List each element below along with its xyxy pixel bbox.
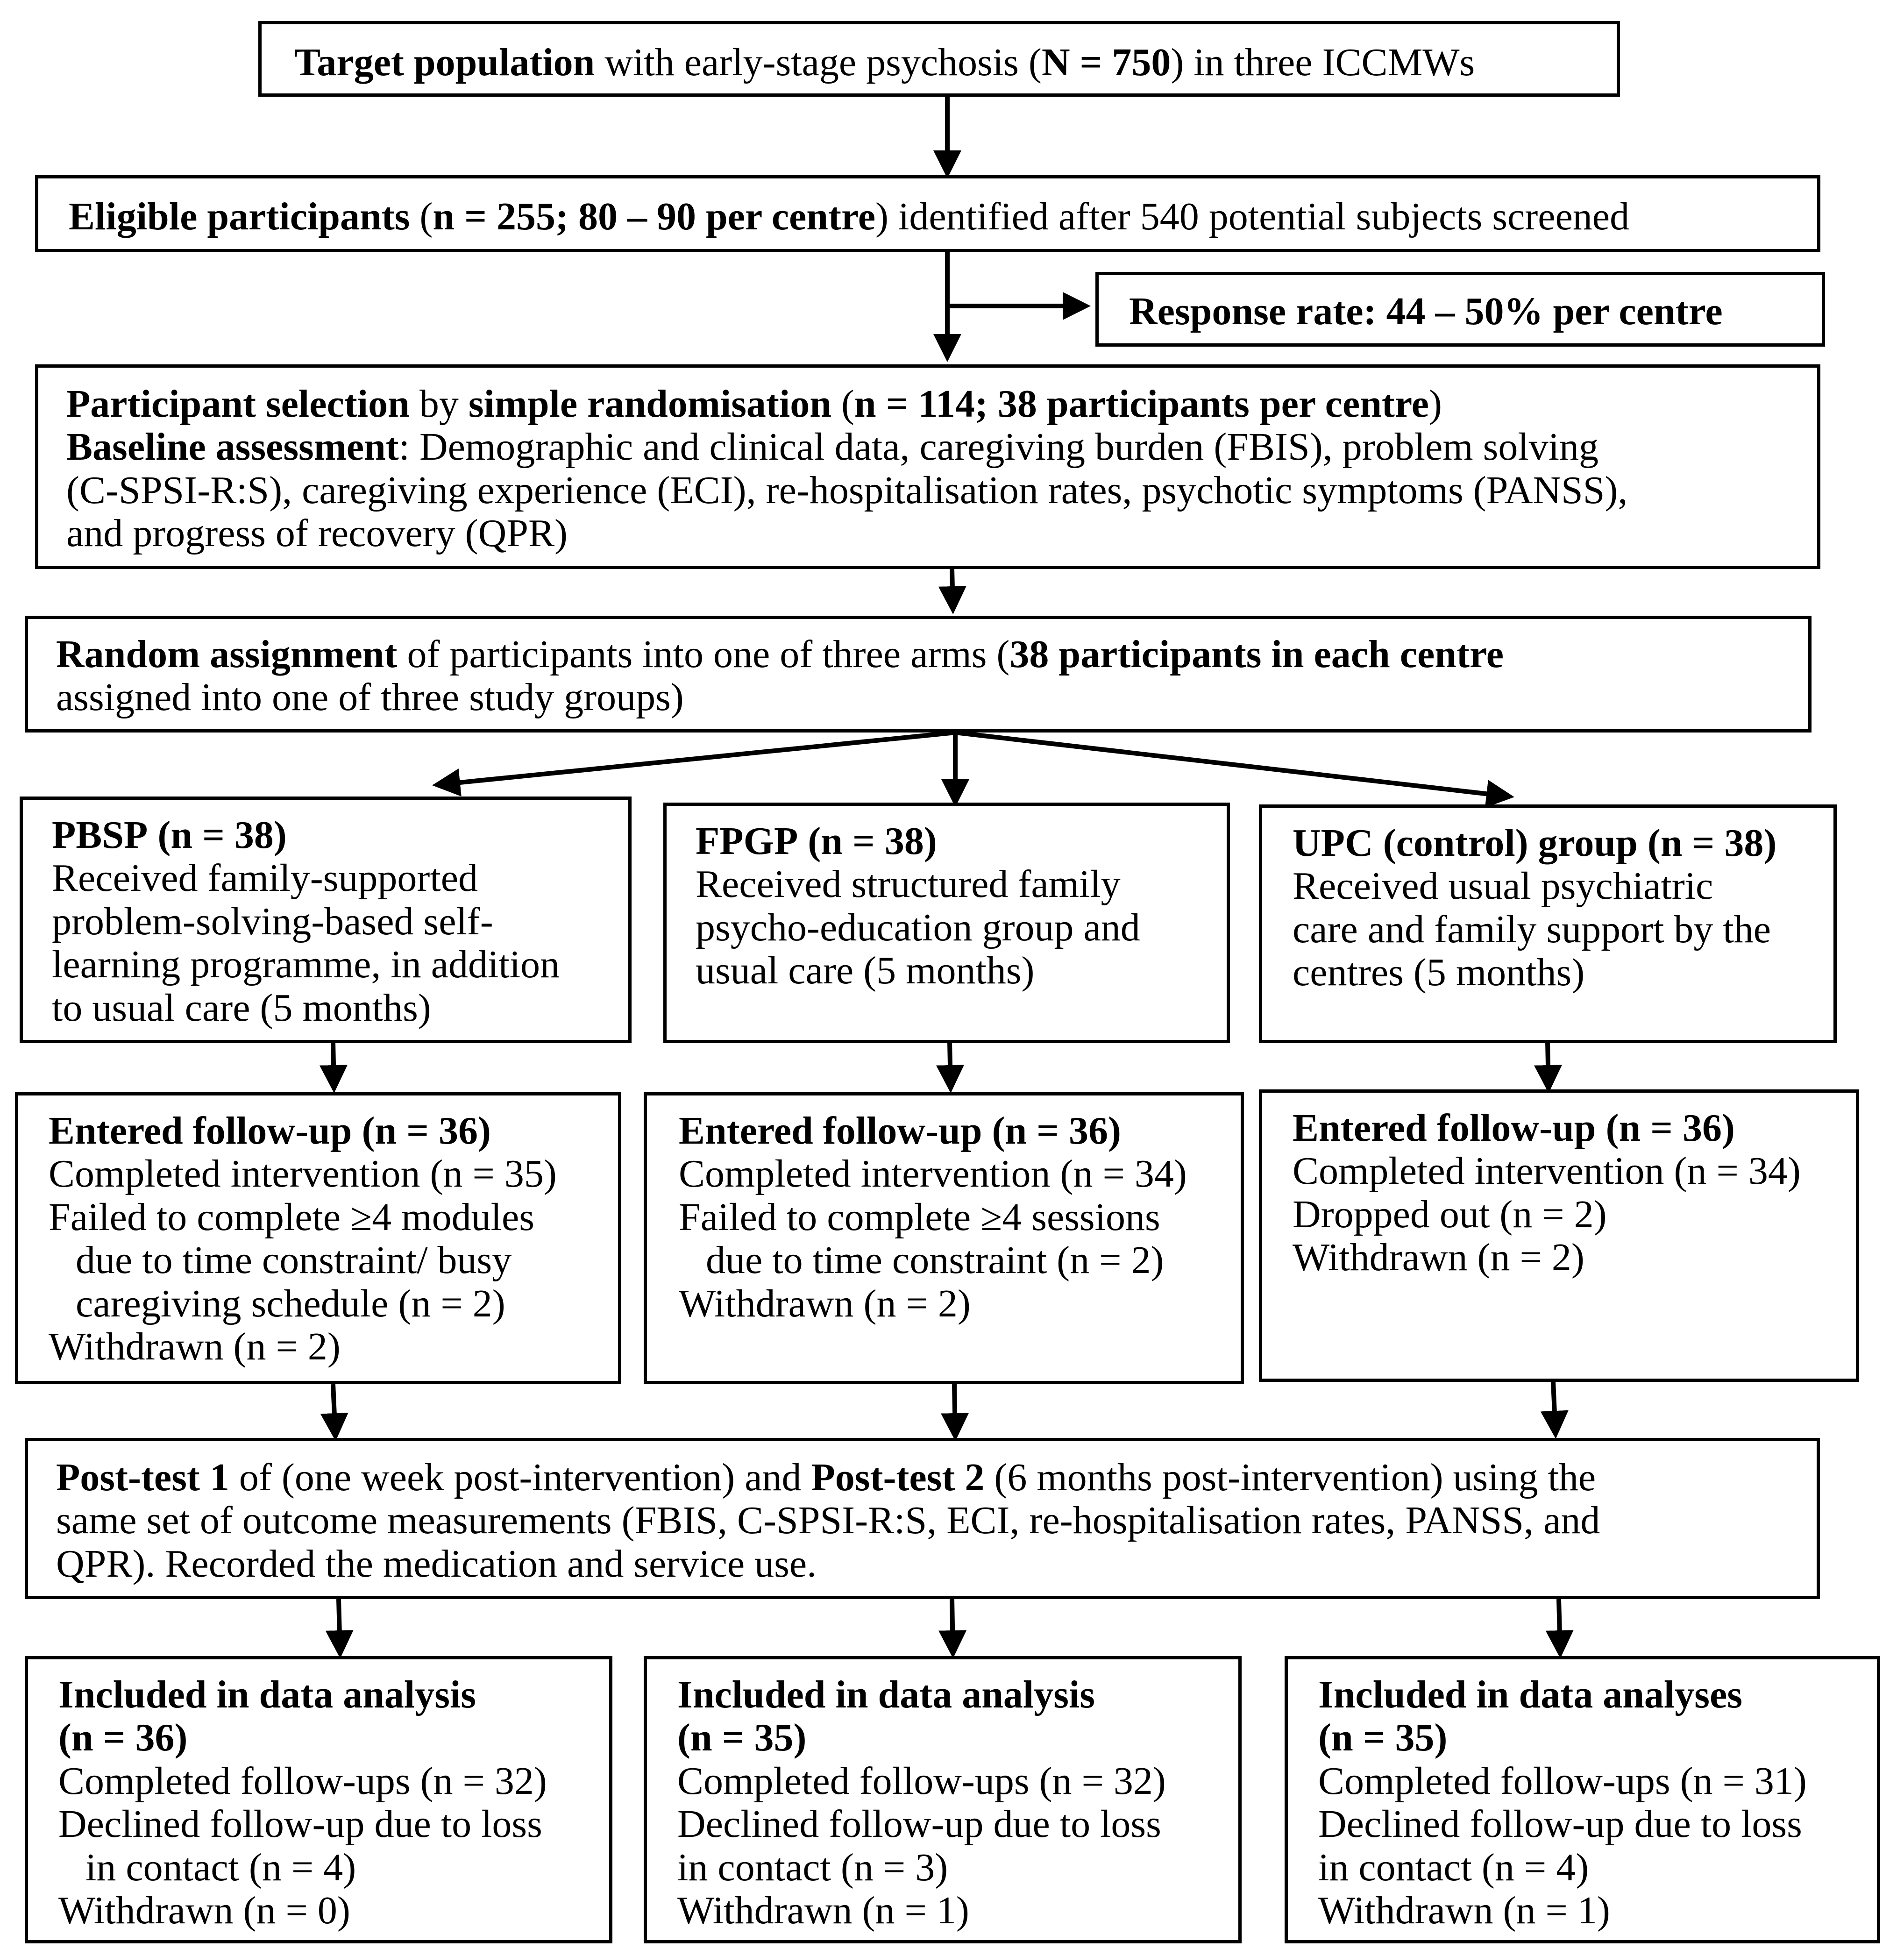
followup-fpgp-title: Entered follow-up (n = 36) (679, 1109, 1122, 1152)
arrow-posttest-to-analysis3 (1545, 1599, 1574, 1658)
analysis-pbsp-title-2: (n = 36) (58, 1716, 188, 1760)
followup-upc-line-2: Dropped out (n = 2) (1293, 1192, 1607, 1236)
analysis-upc-line-3: in contact (n = 4) (1318, 1845, 1589, 1889)
response-rate-box: Response rate: 44 – 50% per centre (1095, 272, 1825, 347)
fpgp-line-2: psycho-education group and (696, 905, 1140, 949)
followup-pbsp-line-3: due to time constraint/ busy (76, 1238, 512, 1282)
followup-upc-line-1: Completed intervention (n = 34) (1293, 1149, 1801, 1193)
target-population-box: Target population with early-stage psych… (258, 21, 1620, 97)
followup-fpgp-line-1: Completed intervention (n = 34) (679, 1152, 1187, 1196)
analysis-fpgp-title-2: (n = 35) (677, 1716, 807, 1760)
analysis-fpgp-line-1: Completed follow-ups (n = 32) (677, 1759, 1166, 1803)
pbsp-line-1: Received family-supported (52, 856, 478, 900)
pbsp-line-4: to usual care (5 months) (52, 986, 431, 1030)
eligible-participants-text: Eligible participants (n = 255; 80 – 90 … (69, 195, 1630, 238)
arrow-upc-to-followup (1534, 1041, 1562, 1093)
posttest-box: Post-test 1 of (one week post-interventi… (25, 1438, 1820, 1599)
followup-fpgp-line-4: Withdrawn (n = 2) (679, 1281, 971, 1325)
followup-pbsp-title: Entered follow-up (n = 36) (49, 1109, 491, 1152)
upc-line-2: care and family support by the (1293, 907, 1771, 951)
arrow-pbsp-to-followup (320, 1041, 348, 1093)
analysis-fpgp-box: Included in data analysis (n = 35) Compl… (644, 1656, 1242, 1943)
analysis-fpgp-line-3: in contact (n = 3) (677, 1845, 948, 1889)
followup-pbsp-line-5: Withdrawn (n = 2) (49, 1324, 341, 1368)
analysis-pbsp-box: Included in data analysis (n = 36) Compl… (25, 1656, 612, 1943)
posttest-line-1: Post-test 1 of (one week post-interventi… (56, 1456, 1596, 1499)
followup-fpgp-box: Entered follow-up (n = 36) Completed int… (644, 1092, 1244, 1384)
participant-selection-box: Participant selection by simple randomis… (35, 364, 1820, 569)
analysis-upc-title-2: (n = 35) (1318, 1716, 1448, 1760)
followup-pbsp-box: Entered follow-up (n = 36) Completed int… (15, 1092, 621, 1384)
arrow-followup2-to-posttest (941, 1384, 969, 1441)
followup-upc-title: Entered follow-up (n = 36) (1293, 1106, 1735, 1150)
posttest-line-3: QPR). Recorded the medication and servic… (56, 1542, 817, 1586)
arrow-followup1-to-posttest (320, 1384, 348, 1441)
upc-title: UPC (control) group (n = 38) (1293, 821, 1777, 865)
fpgp-line-3: usual care (5 months) (696, 949, 1035, 993)
posttest-line-2: same set of outcome measurements (FBIS, … (56, 1499, 1600, 1543)
response-rate-text: Response rate: 44 – 50% per centre (1129, 290, 1723, 333)
analysis-fpgp-line-4: Withdrawn (n = 1) (677, 1888, 969, 1932)
analysis-fpgp-title-1: Included in data analysis (677, 1673, 1095, 1716)
selection-heading: Participant selection by simple randomis… (66, 382, 1442, 426)
fpgp-group-box: FPGP (n = 38) Received structured family… (663, 803, 1230, 1043)
pbsp-line-3: learning programme, in addition (52, 943, 560, 987)
assignment-line-2: assigned into one of three study groups) (56, 676, 684, 719)
followup-pbsp-line-1: Completed intervention (n = 35) (49, 1152, 557, 1196)
eligible-participants-box: Eligible participants (n = 255; 80 – 90 … (35, 175, 1820, 252)
assignment-line-1: Random assignment of participants into o… (56, 633, 1504, 676)
baseline-assessment-line-1: Baseline assessment: Demographic and cli… (66, 425, 1599, 469)
baseline-assessment-line-2: (C-SPSI-R:S), caregiving experience (ECI… (66, 468, 1628, 512)
fpgp-title: FPGP (n = 38) (696, 819, 937, 863)
followup-pbsp-line-2: Failed to complete ≥4 modules (49, 1195, 534, 1239)
arrow-assignment-to-pbsp (432, 730, 956, 797)
arrow-assignment-to-upc (955, 730, 1514, 808)
upc-group-box: UPC (control) group (n = 38) Received us… (1259, 804, 1837, 1043)
analysis-pbsp-line-4: Withdrawn (n = 0) (58, 1888, 350, 1932)
analysis-pbsp-line-1: Completed follow-ups (n = 32) (58, 1759, 547, 1803)
upc-line-1: Received usual psychiatric (1293, 864, 1713, 908)
analysis-upc-line-4: Withdrawn (n = 1) (1318, 1888, 1610, 1932)
followup-upc-line-3: Withdrawn (n = 2) (1293, 1236, 1584, 1280)
followup-pbsp-line-4: caregiving schedule (n = 2) (76, 1281, 505, 1325)
pbsp-group-box: PBSP (n = 38) Received family-supported … (20, 797, 632, 1043)
arrow-followup3-to-posttest (1540, 1381, 1569, 1439)
analysis-upc-line-2: Declined follow-up due to loss (1318, 1802, 1802, 1846)
pbsp-line-2: problem-solving-based self- (52, 899, 493, 943)
random-assignment-box: Random assignment of participants into o… (25, 616, 1812, 733)
baseline-assessment-line-3: and progress of recovery (QPR) (66, 512, 568, 555)
arrow-selection-to-assignment (938, 569, 966, 614)
followup-fpgp-line-2: Failed to complete ≥4 sessions (679, 1195, 1160, 1239)
analysis-upc-title-1: Included in data analyses (1318, 1673, 1742, 1716)
arrow-fpgp-to-followup (936, 1041, 964, 1093)
analysis-pbsp-title-1: Included in data analysis (58, 1673, 476, 1716)
target-population-text: Target population with early-stage psych… (294, 41, 1475, 84)
followup-upc-box: Entered follow-up (n = 36) Completed int… (1259, 1089, 1859, 1382)
followup-fpgp-line-3: due to time constraint (n = 2) (706, 1238, 1164, 1282)
analysis-pbsp-line-3: in contact (n = 4) (85, 1845, 356, 1889)
pbsp-title: PBSP (n = 38) (52, 813, 287, 857)
fpgp-line-1: Received structured family (696, 862, 1121, 906)
arrow-posttest-to-analysis2 (938, 1599, 967, 1658)
arrow-posttest-to-analysis1 (325, 1599, 354, 1658)
analysis-pbsp-line-2: Declined follow-up due to loss (58, 1802, 542, 1846)
analysis-upc-line-1: Completed follow-ups (n = 31) (1318, 1759, 1807, 1803)
analysis-upc-box: Included in data analyses (n = 35) Compl… (1285, 1656, 1880, 1943)
analysis-fpgp-line-2: Declined follow-up due to loss (677, 1802, 1161, 1846)
upc-line-3: centres (5 months) (1293, 951, 1585, 995)
